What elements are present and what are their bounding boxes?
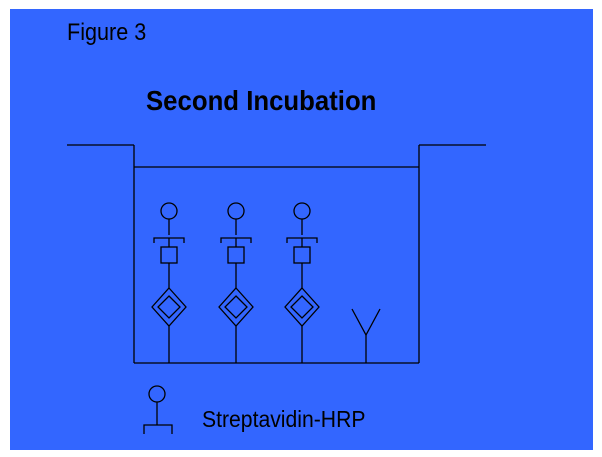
antigen-diamond-inner xyxy=(224,295,248,319)
complex-3 xyxy=(284,202,320,363)
complex-1 xyxy=(151,202,187,363)
biotin-square xyxy=(160,246,178,264)
legend-streptavidin-hrp-icon xyxy=(143,385,173,434)
biotin-square xyxy=(293,246,311,264)
streptavidin-hrp-symbol xyxy=(160,202,178,220)
diagram-panel: Figure 3 Second Incubation Streptavidin-… xyxy=(10,9,593,450)
assay-diagram xyxy=(67,144,486,434)
legend-label: Streptavidin-HRP xyxy=(202,406,366,432)
antigen-diamond-inner xyxy=(157,295,181,319)
figure-label: Figure 3 xyxy=(67,19,147,46)
streptavidin-hrp-symbol xyxy=(293,202,311,220)
capture-antibody-free xyxy=(351,308,381,363)
diagram-title: Second Incubation xyxy=(146,85,377,116)
biotin-square xyxy=(227,246,245,264)
microplate-well xyxy=(67,144,486,364)
antigen-diamond-inner xyxy=(290,295,314,319)
streptavidin-hrp-symbol xyxy=(227,202,245,220)
complex-2 xyxy=(218,202,254,363)
